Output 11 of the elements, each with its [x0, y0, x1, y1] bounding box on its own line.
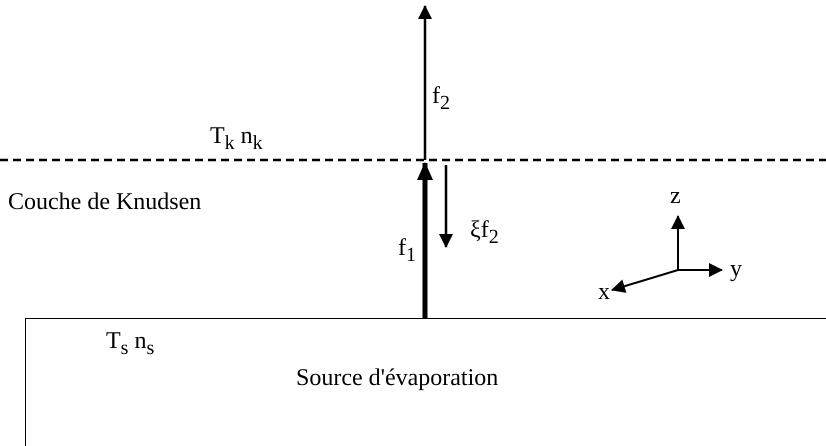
axis-label: z	[670, 184, 681, 208]
flux-label: ξf$_{2}$	[470, 218, 499, 247]
source-label: Source d'évaporation	[296, 366, 498, 390]
axis-label: x	[598, 280, 610, 304]
flux-label: f$_{2}$	[432, 84, 450, 113]
flux-label: f$_{1}$	[398, 236, 416, 265]
temperature-density-label: T$_{s}$ n$_{s}$	[106, 329, 154, 358]
evaporation-source-box	[25, 318, 826, 446]
layer-label: Couche de Knudsen	[8, 190, 202, 214]
axis-label: y	[730, 257, 742, 281]
temperature-density-label: T$_{k}$ n$_{k}$	[210, 124, 263, 153]
